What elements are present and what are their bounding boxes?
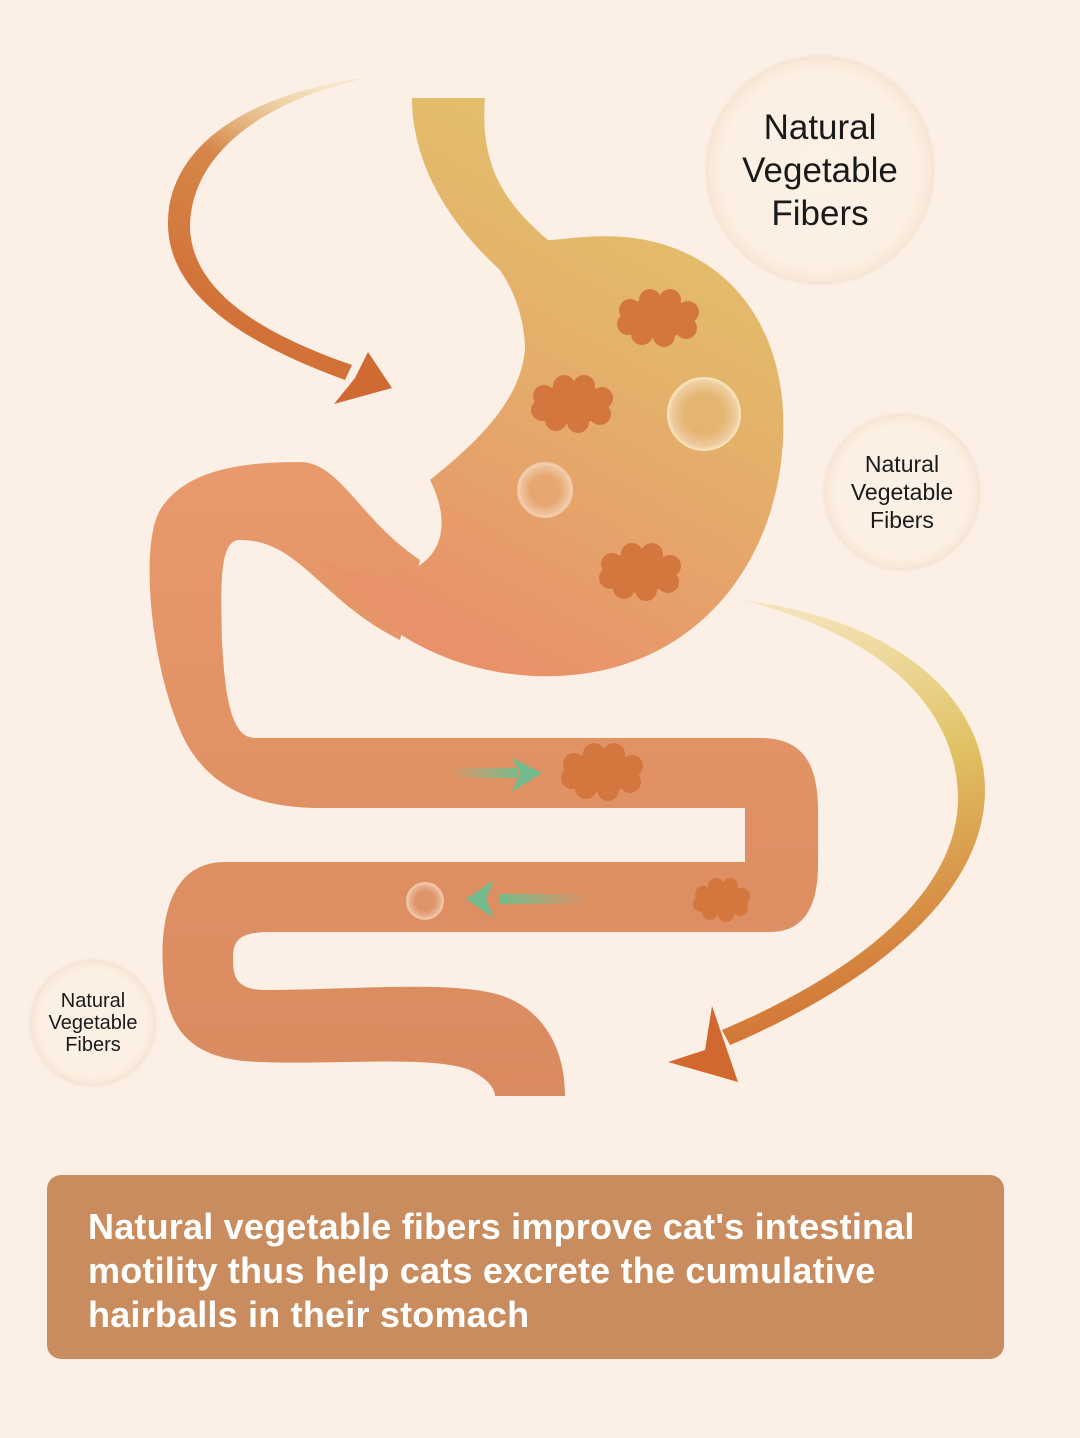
bubble-line: Vegetable	[49, 1012, 138, 1034]
bubble-line: Vegetable	[742, 149, 898, 192]
bubble-line: Fibers	[49, 1034, 138, 1056]
curved-arrow-right	[668, 600, 985, 1082]
bubble-line: Fibers	[742, 192, 898, 235]
fiber-bubble	[518, 463, 572, 517]
fiber-label-bubble-medium: Natural Vegetable Fibers	[826, 416, 978, 568]
bubble-line: Vegetable	[851, 478, 953, 506]
fiber-bubble	[668, 378, 740, 450]
curved-arrow-left	[168, 78, 392, 404]
fiber-bubble	[407, 883, 443, 919]
bubble-line: Natural	[49, 990, 138, 1012]
bubble-line: Natural	[742, 106, 898, 149]
fiber-label-bubble-large: Natural Vegetable Fibers	[708, 58, 932, 282]
bubble-line: Natural	[851, 450, 953, 478]
caption-text: Natural vegetable fibers improve cat's i…	[88, 1205, 984, 1337]
caption-box: Natural vegetable fibers improve cat's i…	[47, 1175, 1004, 1359]
fiber-label-bubble-small: Natural Vegetable Fibers	[32, 962, 154, 1084]
bubble-line: Fibers	[851, 506, 953, 534]
